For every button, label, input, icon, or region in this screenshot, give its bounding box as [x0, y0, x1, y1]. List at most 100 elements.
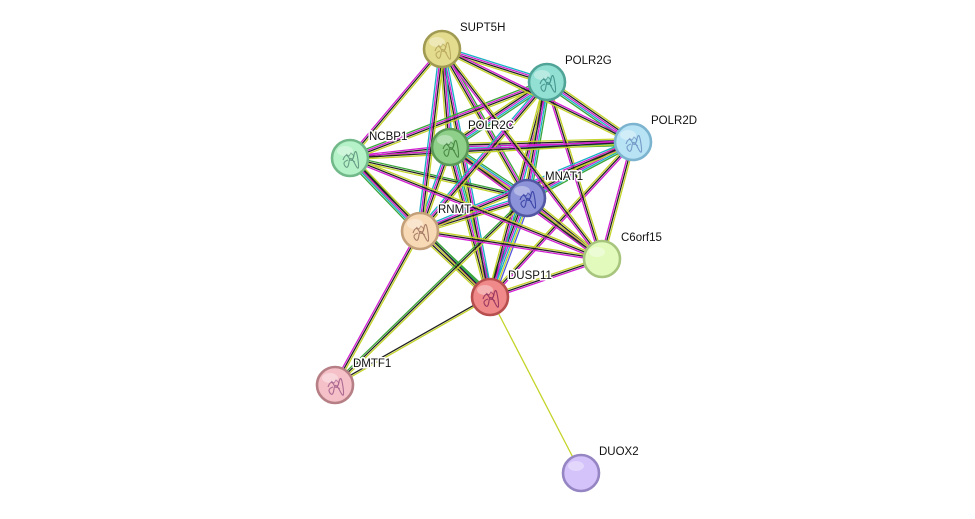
edge-line-experiments [418, 80, 547, 232]
edge-supt5h-ncbp1[interactable] [348, 47, 444, 160]
protein-structure-icon [412, 223, 430, 242]
edge-line-experiments [526, 81, 548, 199]
edge-dusp11-duox2[interactable] [489, 296, 582, 474]
node-circle[interactable] [582, 239, 622, 279]
edge-line-textmining [602, 141, 636, 261]
protein-structure-detail [345, 152, 356, 163]
node-label-duox2: DUOX2 [599, 446, 639, 458]
edge-line-coexpression [334, 197, 528, 386]
edge-line-coexpression [349, 82, 548, 160]
node-polr2d[interactable] [613, 122, 653, 162]
node-highlight [514, 186, 530, 196]
protein-structure-icon [482, 289, 500, 308]
edge-line-textmining [348, 159, 528, 201]
edge-polr2g-rnmt[interactable] [417, 79, 550, 234]
edge-line-experiments [349, 80, 548, 158]
node-label-ncbp1: NCBP1 [369, 131, 407, 143]
edge-line-neighborhood [348, 78, 547, 157]
edge-line-coexpression [334, 230, 421, 386]
protein-structure-detail [330, 379, 341, 390]
node-circle[interactable] [527, 62, 567, 102]
edge-line-experiments [348, 47, 442, 158]
edge-line-textmining [446, 147, 488, 299]
node-highlight [477, 285, 493, 295]
protein-structure-icon [442, 139, 460, 158]
edge-line-textmining [350, 49, 444, 160]
node-dmtf1[interactable] [315, 365, 355, 405]
edge-polr2g-ncbp1[interactable] [348, 78, 549, 162]
edge-line-coexpression [420, 48, 444, 232]
edge-dusp11-c6orf15[interactable] [488, 256, 604, 300]
edge-line-coexpression [441, 48, 603, 260]
node-rnmt[interactable] [400, 211, 440, 251]
node-label-dmtf1: DMTF1 [353, 358, 391, 370]
edge-rnmt-c6orf15[interactable] [419, 228, 603, 262]
node-highlight [568, 461, 584, 471]
protein-structure-detail [542, 76, 553, 87]
edge-line-coexpression [349, 157, 603, 260]
edge-line-neighborhood [333, 196, 527, 385]
edge-dusp11-polr2d[interactable] [488, 140, 635, 299]
edge-mnat1-dmtf1[interactable] [333, 196, 529, 387]
node-mnat1[interactable] [507, 178, 547, 218]
protein-structure-detail [415, 225, 426, 236]
edge-line-experiments [489, 259, 604, 300]
node-supt5h[interactable] [422, 29, 462, 69]
edge-line-textmining [419, 228, 603, 258]
edge-line-textmining [350, 83, 549, 162]
edge-polr2g-c6orf15[interactable] [544, 80, 605, 261]
node-circle[interactable] [400, 211, 440, 251]
edge-line-experiments [449, 146, 491, 298]
edge-line-textmining [488, 256, 603, 297]
node-circle[interactable] [430, 127, 470, 167]
edge-line-coexpression [546, 81, 603, 260]
protein-structure-detail [628, 136, 639, 147]
node-dusp11[interactable] [470, 277, 510, 317]
edge-line-textmining [523, 80, 545, 199]
node-highlight [337, 146, 353, 156]
node-polr2g[interactable] [527, 62, 567, 102]
node-circle[interactable] [315, 365, 355, 405]
node-circle[interactable] [507, 178, 547, 218]
edge-rnmt-dmtf1[interactable] [332, 229, 423, 387]
edge-line-textmining [488, 140, 633, 297]
edge-supt5h-c6orf15[interactable] [439, 47, 604, 261]
node-circle[interactable] [613, 122, 653, 162]
node-label-polr2c: POLR2C [468, 120, 514, 132]
edge-dusp11-dmtf1[interactable] [333, 295, 492, 387]
edge-line-textmining [442, 47, 604, 259]
node-highlight [407, 219, 423, 229]
node-circle[interactable] [330, 138, 370, 178]
edge-line-textmining [335, 231, 423, 387]
edge-line-coexpression [419, 230, 603, 260]
node-polr2c[interactable] [430, 127, 470, 167]
protein-structure-icon [519, 190, 537, 209]
node-highlight [322, 373, 338, 383]
edge-line-neighborhood [449, 144, 634, 152]
edge-line-textmining [547, 80, 605, 260]
node-ncbp1[interactable] [330, 138, 370, 178]
edge-line-coexpression [419, 81, 549, 233]
edge-ncbp1-c6orf15[interactable] [348, 155, 604, 262]
node-circle[interactable] [561, 453, 601, 493]
edge-line-experiments [526, 141, 634, 199]
node-highlight [534, 70, 550, 80]
node-label-polr2g: POLR2G [565, 55, 612, 67]
edge-polr2c-polr2d[interactable] [449, 137, 634, 152]
nodes-layer [315, 29, 653, 493]
edge-line-experiments [544, 81, 602, 261]
edge-line-experiments [332, 229, 420, 385]
edge-line-experiments [419, 232, 603, 262]
protein-structure-icon [434, 41, 452, 60]
node-duox2[interactable] [561, 453, 601, 493]
edge-polr2d-c6orf15[interactable] [599, 140, 636, 261]
edge-line-textmining [349, 155, 604, 259]
edge-line-coexpression [489, 258, 603, 298]
edge-polr2d-ncbp1[interactable] [349, 139, 634, 161]
node-c6orf15[interactable] [582, 239, 622, 279]
edge-line-coexpression [524, 81, 546, 199]
node-circle[interactable] [470, 277, 510, 317]
node-highlight [589, 247, 605, 257]
node-circle[interactable] [422, 29, 462, 69]
